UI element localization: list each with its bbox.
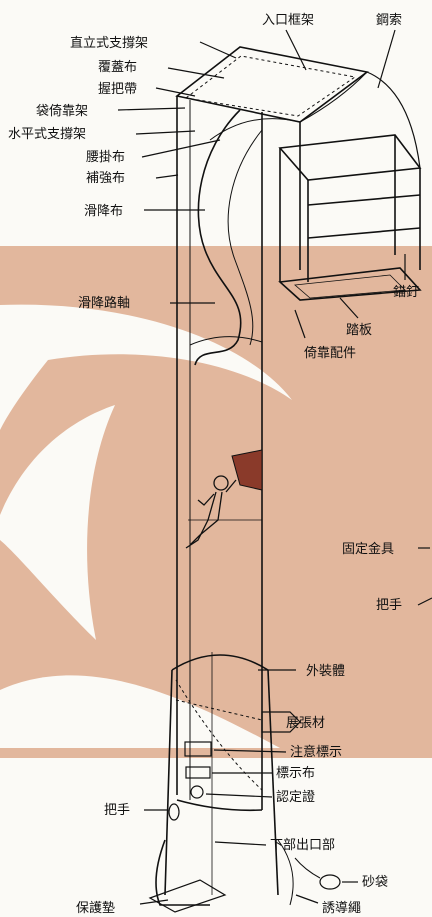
left-handle-loop [168,803,180,821]
label-protective-mat: 保護墊 [76,900,115,916]
leader-bag-rest [117,107,186,111]
person-arm [197,493,215,506]
label-grip-belt: 握把帶 [98,82,137,97]
steel-cable-line [366,71,421,169]
label-slide-cloth: 滑降布 [84,204,123,219]
label-handle-right: 把手 [376,598,402,613]
label-expansion-material: 展張材 [286,716,325,731]
cable-brace [299,71,368,123]
leader-reinforce-cloth [155,174,179,179]
slide-cloth-spiral [194,109,242,366]
person-leg-1 [185,491,217,549]
leader-steel-cable [377,29,396,89]
lower-chute-left [164,669,173,896]
white-swoosh-left [0,405,115,640]
label-steel-cable: 鋼索 [376,13,402,28]
sign-cloth-plate [185,766,211,779]
label-outer-body: 外裝體 [306,664,345,679]
label-waist-cloth: 腰掛布 [86,150,125,165]
expansion-dotted-2 [175,699,263,721]
guide-rope-line [277,839,294,906]
label-horizontal-support: 水平式支撐架 [8,127,86,142]
lower-chute [148,652,341,913]
label-bottom-exit: 下部出口部 [270,838,335,853]
person-head [213,475,229,491]
balcony-floor [278,267,422,301]
leader-caution-sign [213,749,287,753]
label-fixing-hardware: 固定金具 [342,541,394,557]
label-certification: 認定證 [276,789,315,805]
seated-person [185,475,237,549]
label-slide-axis: 滑降路軸 [78,295,130,311]
leader-handle-right [417,597,432,606]
protective-mat-shape [148,879,227,913]
leader-bottom-exit [214,841,267,846]
leader-grip-belt [155,87,196,97]
sandbag-tie [294,857,321,879]
leader-horizontal-support [135,130,196,135]
person-leg-2 [189,491,223,546]
label-step-board: 踏板 [346,323,372,338]
label-sign-cloth: 標示布 [276,766,315,781]
label-cover-cloth: 覆蓋布 [98,60,137,75]
label-handle-left: 把手 [104,803,130,818]
slide-cloth-spiral-inner [227,129,263,346]
label-reinforce-cloth: 補強布 [86,171,125,186]
slide-axis-ring [189,336,263,346]
leader-guide-rope [295,894,319,904]
label-sandbag: 砂袋 [362,875,388,890]
lower-chute-right [267,669,279,896]
leader-cover-cloth [167,67,225,79]
label-caution-sign: 注意標示 [290,744,342,760]
bottom-exit-flap [155,839,210,906]
lower-chute-top [171,654,269,671]
leader-protective-mat [139,899,169,905]
person-arm-2 [225,479,237,493]
white-swoosh-top [0,304,292,430]
white-swoosh-bottom [0,675,280,748]
step-board [294,274,406,299]
upper-chute [175,46,369,812]
grip-belt-line [209,118,301,141]
caution-sign-plate [184,741,212,757]
label-entrance-frame: 入口框架 [262,13,314,28]
balcony-frame [278,71,422,301]
leader-waist-cloth [141,139,221,158]
expansion-arrow [261,711,301,733]
leader-certification [205,793,273,798]
leader-vertical-support [199,41,237,59]
label-vertical-support: 直立式支撐架 [70,36,148,51]
label-bag-rest: 袋倚靠架 [36,104,88,119]
balcony-rail-1 [307,194,421,206]
leader-step-board [339,297,359,319]
labels: 入口框架 鋼索 直立式支撐架 覆蓋布 握把帶 袋倚靠架 水平式支撐架 腰掛布 補… [8,13,419,916]
certification-seal [190,785,204,799]
leader-rest-fitting [294,309,306,339]
label-rest-fitting: 倚靠配件 [304,346,356,361]
label-guide-rope: 誘導繩 [322,901,361,916]
shaded-cloth-panel [231,449,263,491]
leader-lines [117,29,432,905]
leader-entrance-frame [285,29,307,71]
chute-bottom-edge [176,799,263,812]
sandbag-shape [319,874,341,890]
balcony-rail-2 [307,227,421,239]
label-anchor-nail: 錨釘 [393,284,419,300]
